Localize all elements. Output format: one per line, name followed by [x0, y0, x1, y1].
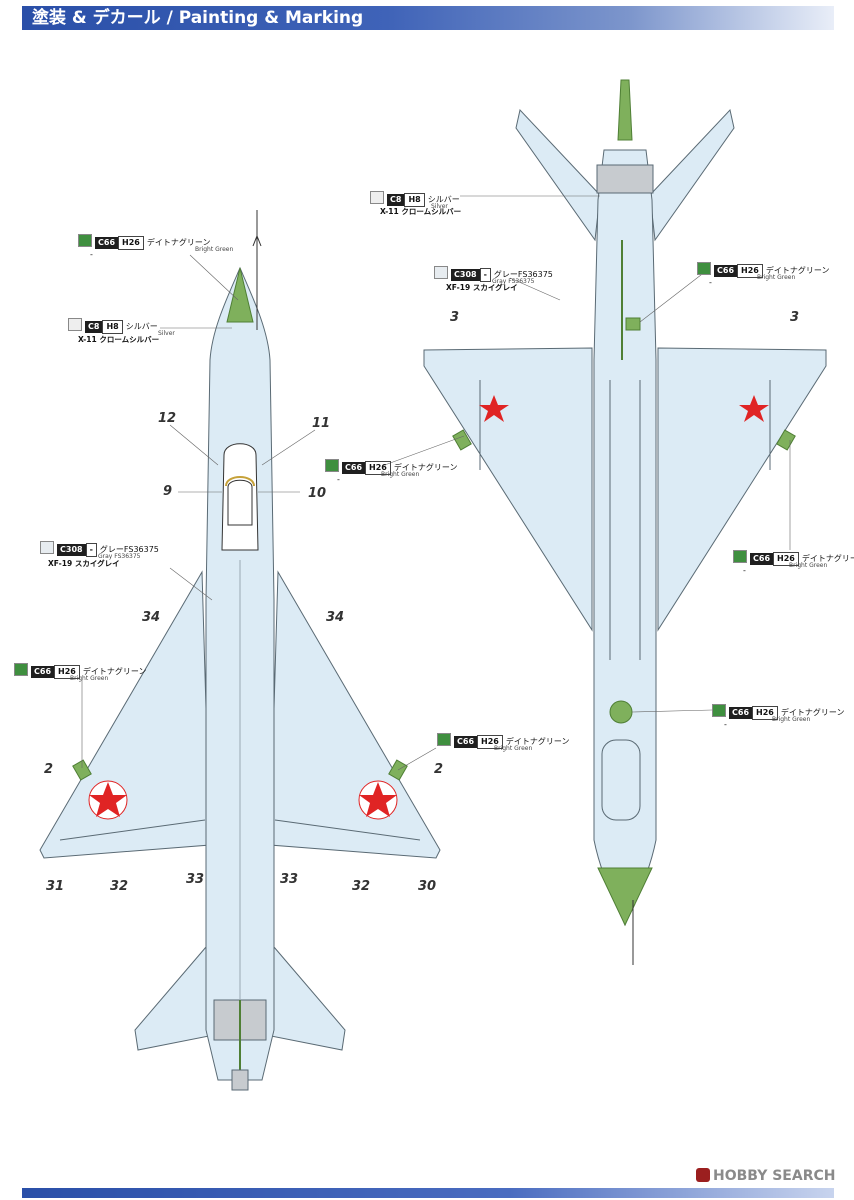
top-view-wing-right — [269, 570, 441, 859]
callout-right-gray: C308-グレーFS36375 Gray FS36375 XF-19 スカイグレ… — [434, 266, 553, 292]
page-title: 塗装 & デカール / Painting & Marking — [32, 8, 364, 28]
callout-left-gray: C308-グレーFS36375 Gray FS36375 XF-19 スカイグレ… — [40, 541, 159, 568]
bottom-view-nose-cone — [597, 867, 653, 927]
decal-number: 30 — [418, 879, 437, 894]
decal-number: 34 — [142, 610, 161, 625]
top-view-tailplane-right — [265, 938, 346, 1051]
decal-number: 2 — [44, 762, 54, 777]
green-swatch — [78, 234, 92, 247]
bottom-view-wing-left — [423, 347, 593, 632]
leader-lines — [81, 195, 791, 771]
decal-number: 12 — [158, 411, 177, 426]
decal-number: 33 — [280, 872, 299, 887]
gray-swatch — [40, 541, 54, 554]
bottom-view-tailplane-right — [649, 108, 735, 242]
bottom-view-fuselage — [593, 149, 657, 927]
top-view-star-left — [88, 780, 128, 820]
decal-number: 2 — [434, 762, 444, 777]
decal-number: 31 — [46, 879, 65, 894]
decal-number: 3 — [450, 310, 460, 325]
decal-number: 33 — [186, 872, 205, 887]
green-swatch — [325, 459, 339, 472]
decal-number: 34 — [326, 610, 345, 625]
bottom-view-aircraft — [423, 79, 827, 965]
green-swatch — [697, 262, 711, 275]
header-bar — [22, 6, 834, 30]
top-view-star-right — [358, 780, 398, 820]
bottom-view-star-left — [479, 395, 509, 422]
silver-swatch — [68, 318, 82, 331]
bottom-view-tail-panel — [596, 164, 654, 194]
silver-swatch — [370, 191, 384, 204]
decal-number: 11 — [312, 416, 331, 431]
decal-number: 32 — [110, 879, 129, 894]
gray-swatch — [434, 266, 448, 279]
top-view-nose-cone — [226, 267, 254, 323]
decal-number: 3 — [790, 310, 800, 325]
watermark: HOBBY SEARCH — [696, 1167, 835, 1185]
top-view-aircraft — [39, 210, 441, 1091]
bottom-view-wing-right — [657, 347, 827, 632]
top-view-tailplane-left — [134, 938, 215, 1051]
green-swatch — [733, 550, 747, 563]
hobby-search-logo-icon — [696, 1168, 710, 1182]
green-swatch — [437, 733, 451, 746]
green-swatch — [14, 663, 28, 676]
green-swatch — [712, 704, 726, 717]
decal-number: 9 — [163, 484, 173, 499]
decal-number: 10 — [308, 486, 327, 501]
footer-bar — [22, 1188, 834, 1198]
decal-number: 32 — [352, 879, 371, 894]
bottom-view-tailplane-left — [515, 108, 601, 242]
top-view-wing — [39, 570, 211, 859]
bottom-view-star-right — [739, 395, 769, 422]
